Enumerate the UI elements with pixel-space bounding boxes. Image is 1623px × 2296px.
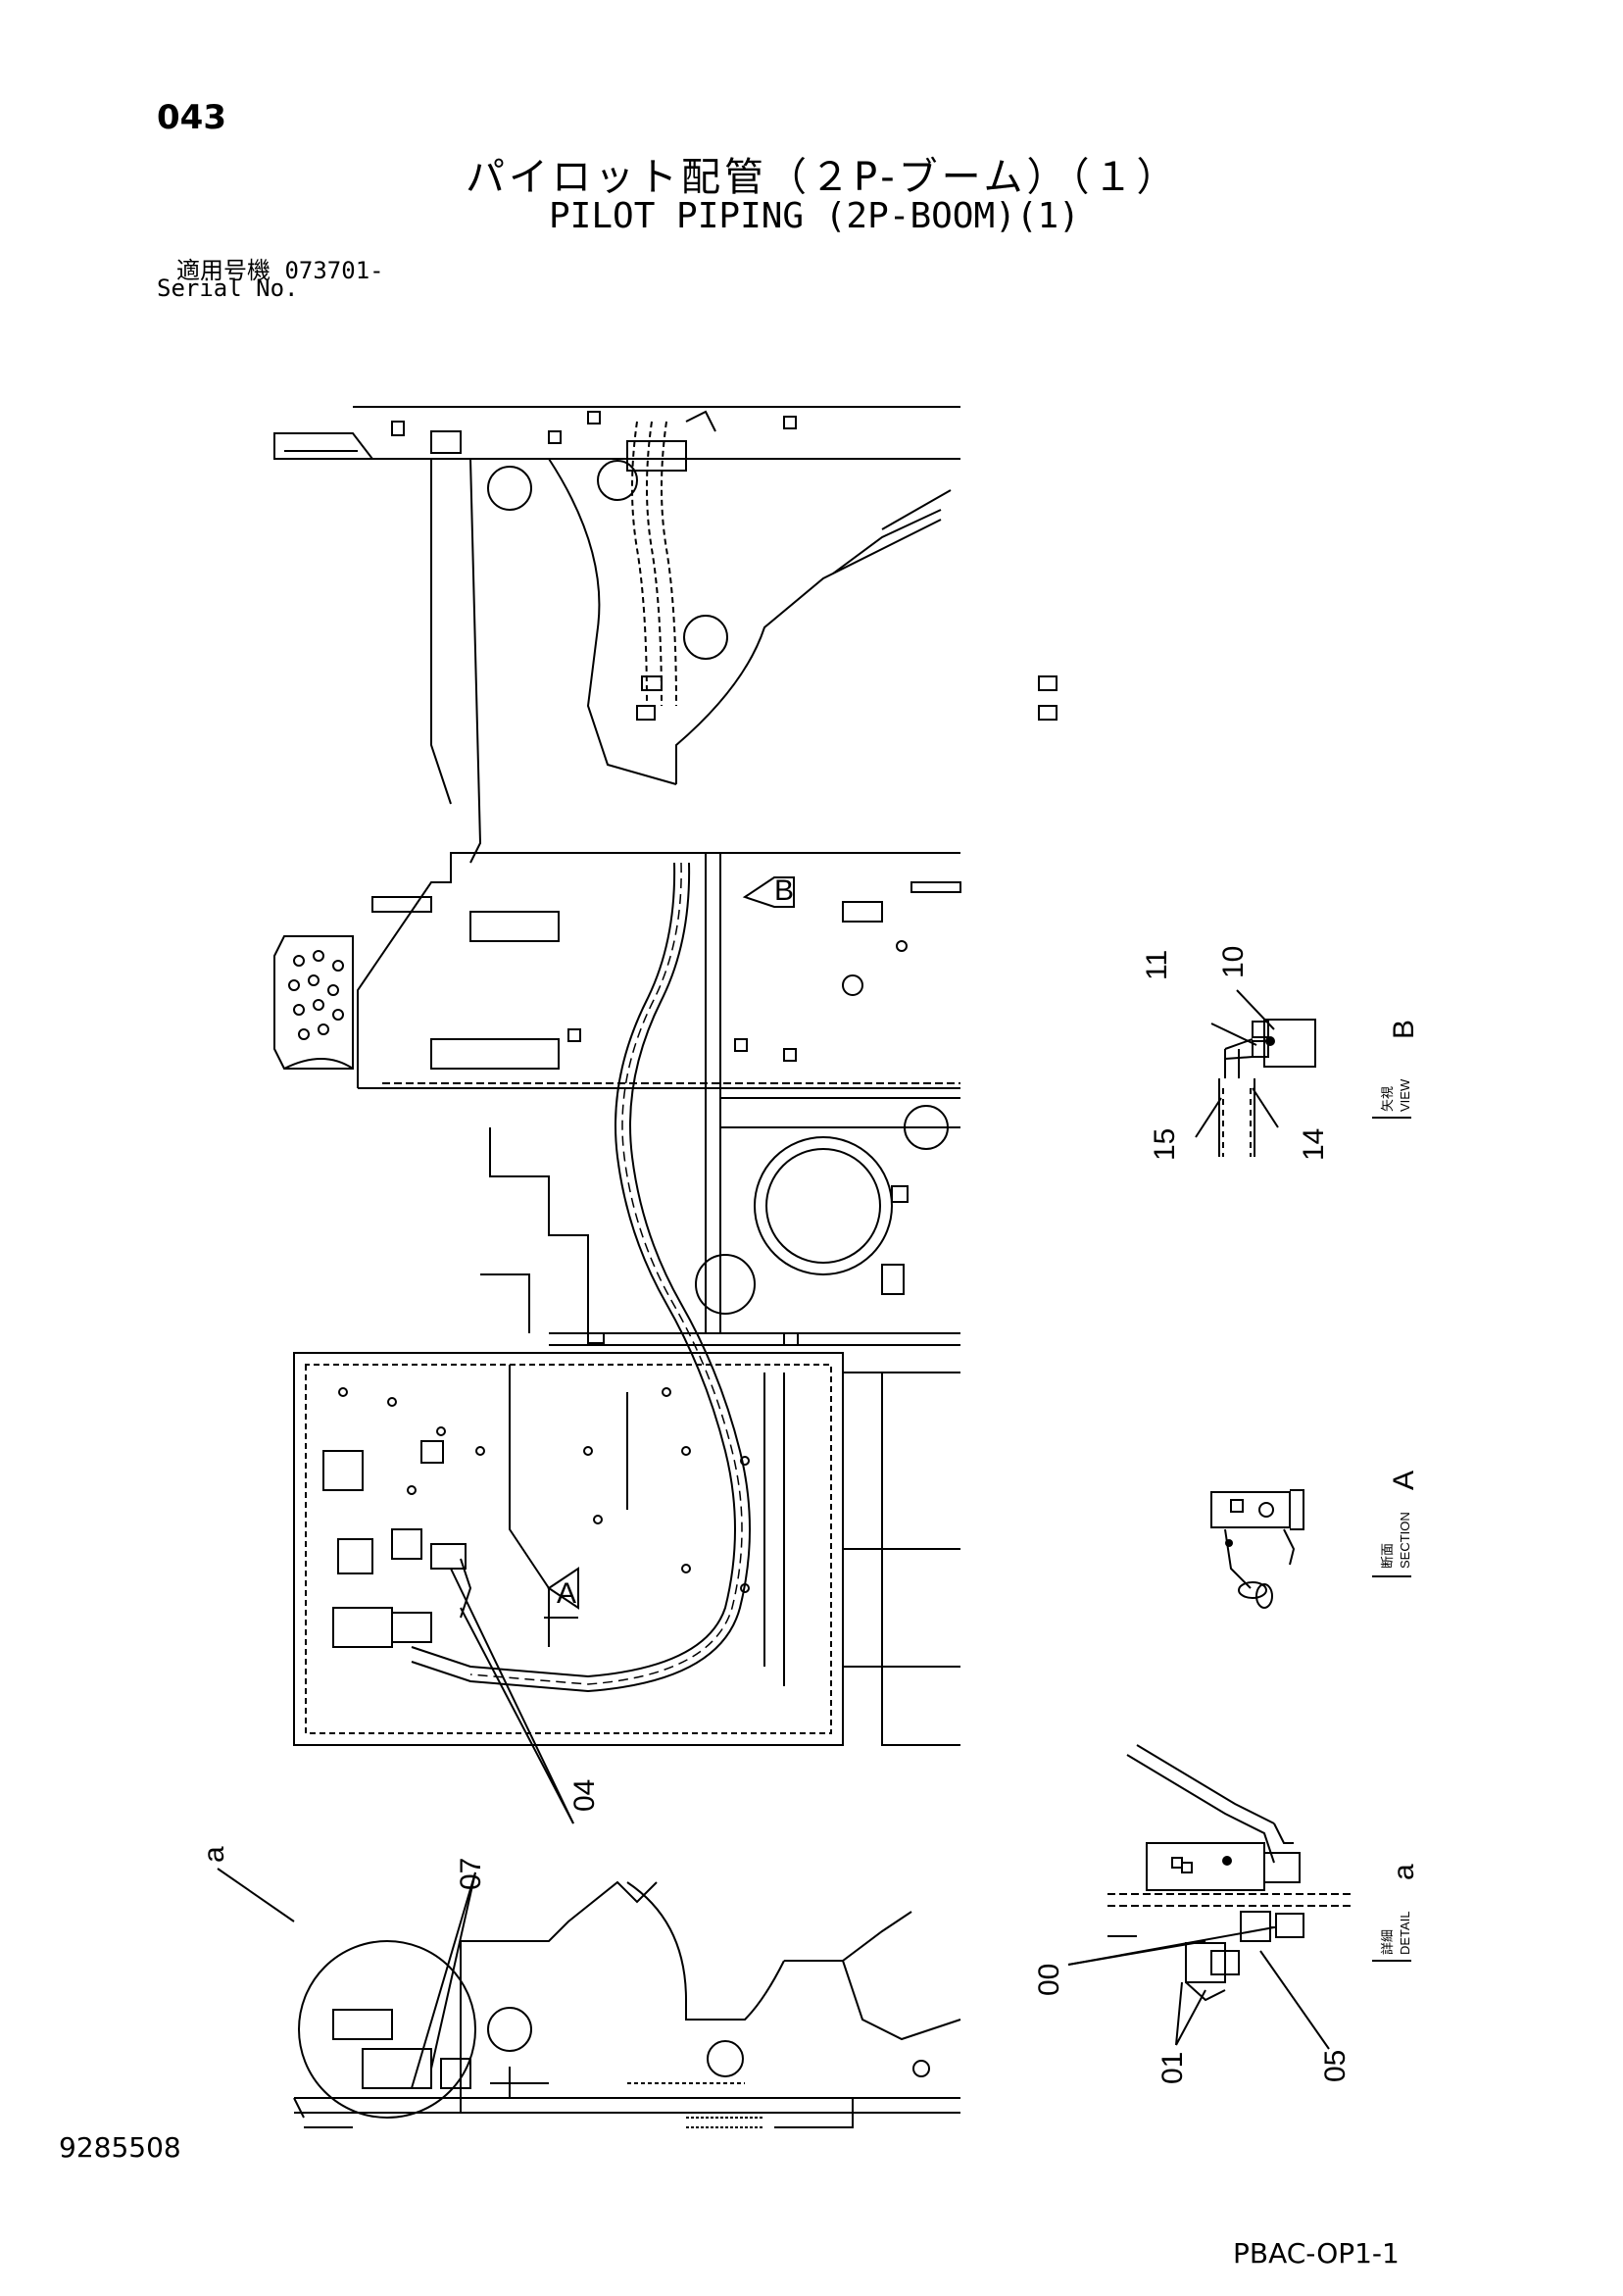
callout-15: 15 [1149,1128,1181,1161]
callout-11: 11 [1141,950,1173,980]
section-a-letter: A [1388,1471,1420,1490]
title-japanese: パイロット配管（２P-ブーム）（１） [466,155,1180,200]
detail-a-japanese: 詳細 [1380,1929,1395,1955]
bottom-side-view [217,1868,961,2128]
pipe-clamp-markers [1222,1036,1275,1866]
figure-code: PBAC-OP1-1 [1233,2237,1400,2270]
serial-label-japanese: 適用号機 073701- [176,257,384,284]
section-a-japanese: 断面 [1380,1543,1395,1569]
lower-plate-view [293,1352,960,1746]
view-b-letter: B [1388,1020,1420,1039]
pilot-hose [411,862,751,1693]
view-b-japanese: 矢視 [1380,1086,1395,1112]
callout-04-leader-1 [460,1607,574,1824]
section-a-english: SECTION [1398,1512,1412,1569]
detail-a-letter: a [1388,1864,1420,1880]
callout-00: 00 [1033,1964,1065,1996]
document-number: 9285508 [59,2131,181,2164]
callout-a: a [198,1846,230,1863]
page-number: 043 [157,98,226,137]
callout-07: 07 [455,1858,487,1890]
view-b-english: VIEW [1398,1078,1412,1112]
serial-label-english: Serial No. [157,275,299,302]
detail-a-english: DETAIL [1398,1911,1412,1955]
callout-05: 05 [1319,2050,1352,2082]
callout-10: 10 [1217,946,1250,978]
view-b-detail [1195,989,1411,1157]
title-english: PILOT PIPING (2P-BOOM)(1) [549,196,1080,236]
detail-a-view [1067,1744,1411,2050]
arrow-b-label: B [774,874,794,907]
middle-plan-view [273,852,961,1346]
top-side-view [273,406,1057,864]
callout-14: 14 [1298,1128,1330,1161]
callout-04: 04 [568,1779,601,1812]
arrow-a-label: A [557,1577,576,1610]
callout-01: 01 [1156,2052,1189,2084]
callout-04-leader-2 [450,1568,574,1824]
